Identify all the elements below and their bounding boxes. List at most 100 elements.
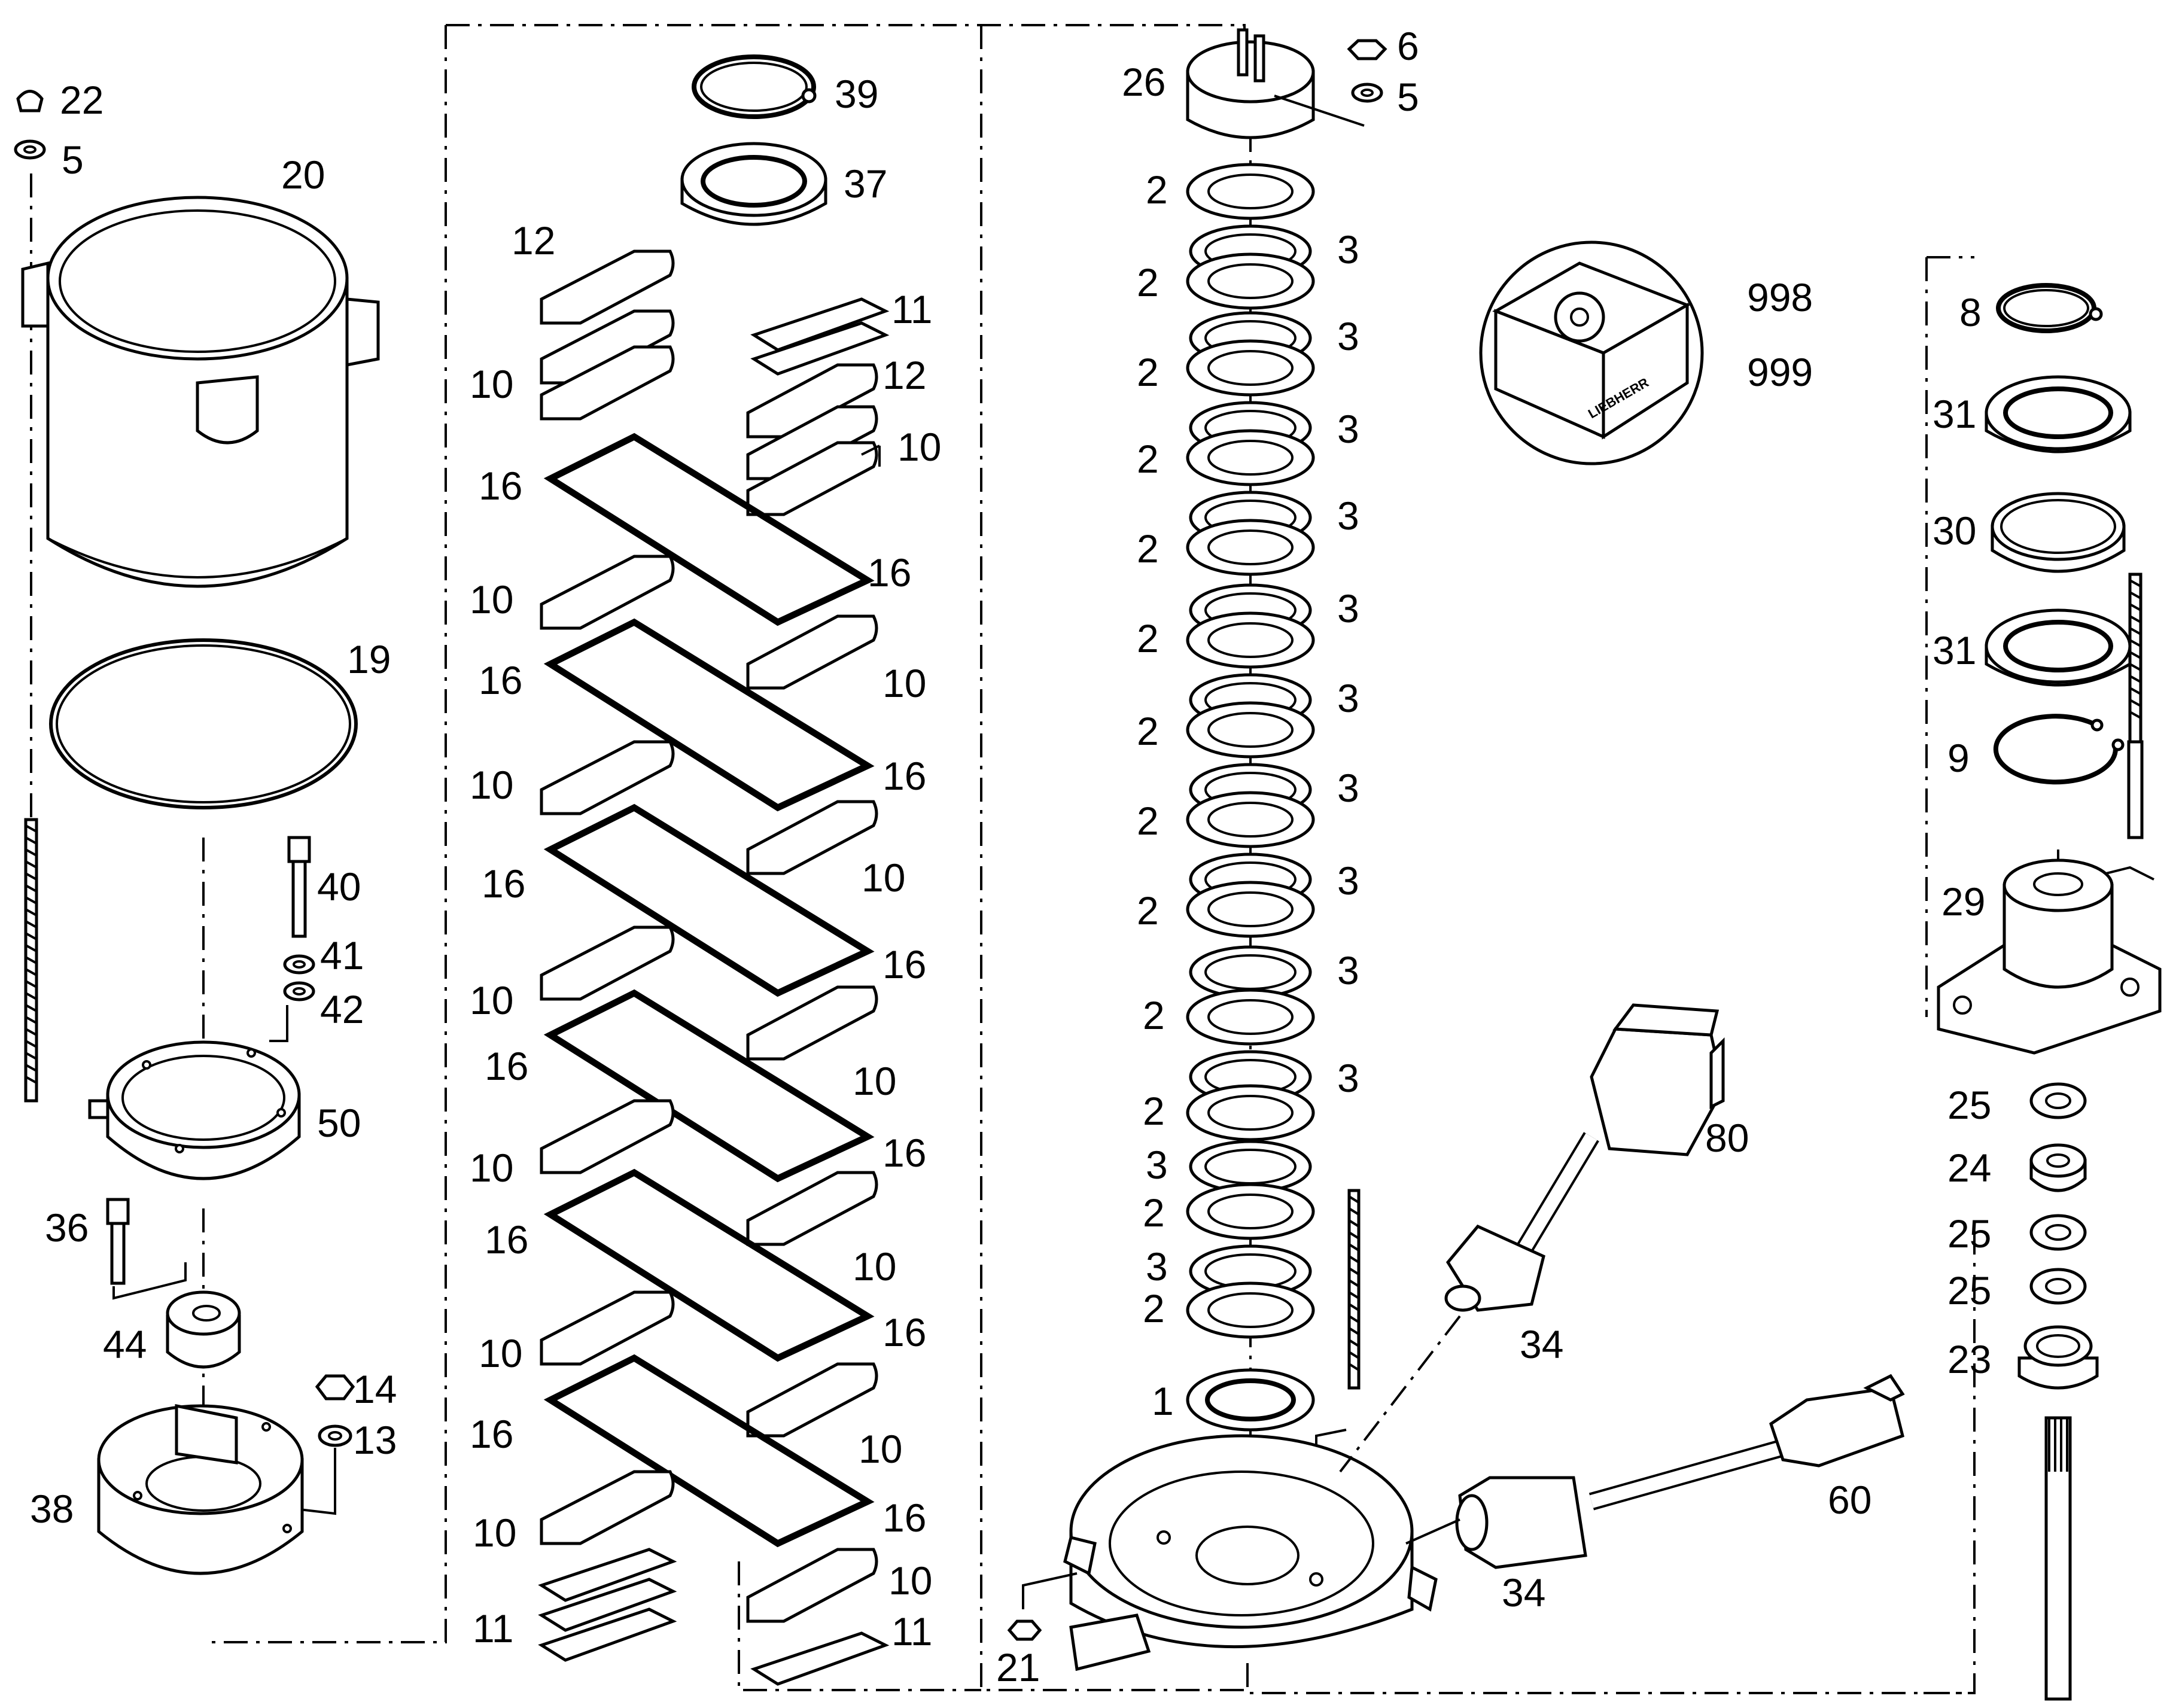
threaded-rod-left [24, 818, 38, 1103]
callout-11-b: 11 [473, 1606, 514, 1651]
callout-34-lower: 34 [1502, 1570, 1545, 1615]
callout-10-g: 10 [470, 978, 513, 1022]
spring-contact-pair-1 [540, 433, 878, 690]
callout-25-c: 25 [1947, 1268, 1991, 1313]
base-flange [1063, 1434, 1438, 1672]
cap-26 [1186, 28, 1365, 139]
callout-10-k: 10 [479, 1331, 522, 1375]
callout-5-left: 5 [62, 138, 84, 182]
retaining-ring-39 [692, 54, 817, 119]
callout-3-l: 3 [1146, 1244, 1168, 1289]
callout-29: 29 [1941, 879, 1985, 924]
callout-22: 22 [60, 78, 104, 122]
callout-16-a: 16 [479, 464, 522, 508]
callout-41: 41 [320, 933, 364, 978]
right-column [1937, 283, 2162, 1701]
callout-16-g: 16 [485, 1044, 528, 1088]
callout-39: 39 [835, 72, 878, 116]
gland-lower-line [1405, 1518, 1460, 1545]
callout-2-e: 2 [1137, 526, 1159, 571]
callout-16-h: 16 [882, 1131, 926, 1175]
callout-2-m: 2 [1143, 1286, 1165, 1331]
callout-3-a: 3 [1337, 227, 1359, 272]
callout-2-d: 2 [1137, 437, 1159, 481]
callout-16-f: 16 [882, 942, 926, 987]
o-ring-19 [49, 638, 358, 809]
callout-31-lower: 31 [1933, 628, 1976, 672]
spring-contact-pair-3 [540, 803, 878, 1061]
callout-labels: 22 5 20 19 40 41 42 50 36 44 14 13 38 39… [30, 24, 1991, 1689]
nut-21 [1007, 1619, 1042, 1641]
circlip-9 [1993, 714, 2125, 785]
callout-12-b: 12 [882, 353, 926, 397]
ring-stack-column [1007, 28, 1438, 1672]
callout-3-f: 3 [1337, 676, 1359, 720]
service-kit-box: LIEBHERR [1479, 240, 1704, 465]
contact-column [538, 54, 890, 1686]
callout-2-b: 2 [1137, 260, 1159, 305]
callout-34-upper: 34 [1520, 1322, 1563, 1366]
threaded-stud-centre [1315, 1189, 1361, 1579]
spacer-24 [2029, 1143, 2087, 1192]
callout-20: 20 [281, 153, 325, 197]
callout-3-g: 3 [1337, 766, 1359, 810]
nut-14 [315, 1374, 355, 1401]
callout-16-i: 16 [485, 1217, 528, 1262]
callout-998: 998 [1747, 275, 1813, 319]
callout-10-i: 10 [470, 1146, 513, 1190]
callout-44: 44 [103, 1322, 147, 1366]
callout-3-c: 3 [1337, 407, 1359, 451]
ring-1 [1186, 1368, 1315, 1432]
callout-3-k: 3 [1146, 1143, 1168, 1187]
nut-6 [1347, 39, 1387, 60]
callout-10-e: 10 [470, 763, 513, 807]
seal-31-lower [1985, 608, 2132, 687]
left-housing-group [14, 90, 380, 1575]
callout-16-l: 16 [882, 1496, 926, 1540]
gland-upper-axis [1339, 1315, 1461, 1473]
callout-25-a: 25 [1947, 1083, 1991, 1127]
housing-cover-20 [21, 196, 380, 588]
callout-30: 30 [1933, 509, 1976, 553]
callout-10-c: 10 [470, 577, 513, 622]
callout-37: 37 [844, 162, 887, 206]
callout-42: 42 [320, 987, 364, 1031]
callout-2-a: 2 [1146, 168, 1168, 212]
spring-contact-pair-6 [540, 1354, 878, 1623]
connector-80-group [1512, 1003, 1725, 1261]
callout-2-c: 2 [1137, 350, 1159, 394]
callout-8: 8 [1959, 290, 1982, 334]
callout-10-d: 10 [882, 661, 926, 705]
bearing-ring-50 [88, 1040, 301, 1180]
callout-2-h: 2 [1137, 799, 1159, 843]
callout-13: 13 [353, 1418, 397, 1462]
callout-11-a: 11 [891, 287, 933, 331]
callout-19: 19 [347, 637, 391, 681]
callout-2-l: 2 [1143, 1191, 1165, 1235]
callout-3-b: 3 [1337, 314, 1359, 358]
callout-10-h: 10 [853, 1059, 896, 1103]
callout-26: 26 [1122, 60, 1165, 104]
callout-16-b: 16 [868, 550, 911, 595]
callout-10-f: 10 [862, 855, 905, 900]
callout-3-j: 3 [1337, 1056, 1359, 1100]
ring-pair-rows [1186, 163, 1315, 1339]
callout-16-k: 16 [470, 1412, 513, 1456]
callout-50: 50 [317, 1101, 361, 1145]
callout-2-f: 2 [1137, 616, 1159, 660]
contact-12-10-right-top [746, 363, 881, 516]
callout-10-a: 10 [470, 362, 513, 406]
callout-31-upper: 31 [1933, 392, 1976, 436]
connector-60-group [1588, 1374, 1905, 1511]
callout-10-n: 10 [888, 1558, 932, 1603]
callout-10-b: 10 [897, 425, 941, 469]
ring-30 [1991, 492, 2126, 573]
callout-80: 80 [1705, 1116, 1749, 1160]
callout-16-j: 16 [882, 1310, 926, 1354]
callout-38: 38 [30, 1487, 74, 1531]
callout-5-top: 5 [1397, 75, 1419, 119]
callout-16-c: 16 [479, 658, 522, 702]
spring-contact-pair-4 [540, 989, 878, 1246]
